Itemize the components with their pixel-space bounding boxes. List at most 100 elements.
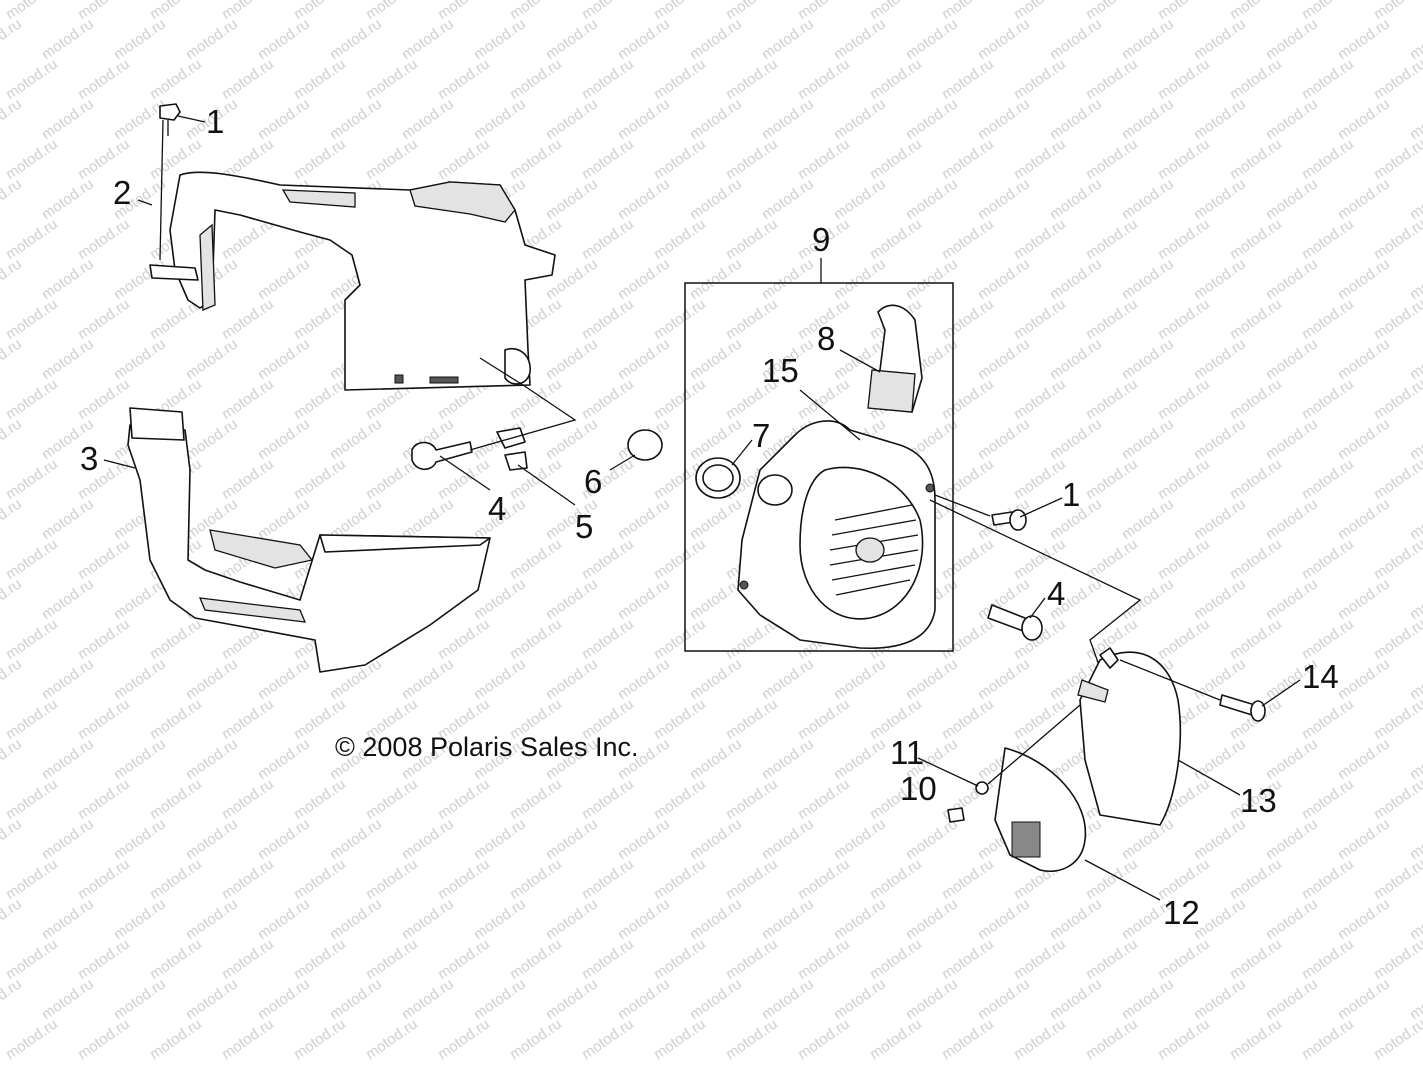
screw-14	[1119, 659, 1266, 722]
watermark-text: motod.ru	[75, 935, 133, 983]
watermark-text: motod.ru	[1263, 335, 1321, 383]
watermark-text: motod.ru	[327, 95, 385, 143]
watermark-text: motod.ru	[831, 735, 889, 783]
watermark-text: motod.ru	[1371, 695, 1423, 743]
watermark-text: motod.ru	[687, 415, 745, 463]
watermark-text: motod.ru	[1299, 295, 1357, 343]
watermark-text: motod.ru	[1299, 1015, 1357, 1063]
watermark-text: motod.ru	[759, 175, 817, 223]
watermark-text: motod.ru	[183, 815, 241, 863]
watermark-text: motod.ru	[3, 455, 61, 503]
watermark-text: motod.ru	[39, 95, 97, 143]
callout-1-right: 1	[1062, 476, 1080, 513]
watermark-text: motod.ru	[507, 775, 565, 823]
watermark-text: motod.ru	[471, 895, 529, 943]
watermark-text: motod.ru	[0, 735, 25, 783]
watermark-text: motod.ru	[723, 695, 781, 743]
watermark-text: motod.ru	[831, 255, 889, 303]
watermark-text: motod.ru	[795, 695, 853, 743]
watermark-text: motod.ru	[615, 895, 673, 943]
watermark-text: motod.ru	[1371, 615, 1423, 663]
watermark-text: motod.ru	[1011, 695, 1069, 743]
watermark-text: motod.ru	[219, 695, 277, 743]
watermark-text: motod.ru	[831, 655, 889, 703]
watermark-text: motod.ru	[975, 895, 1033, 943]
watermark-text: motod.ru	[1407, 975, 1423, 1023]
watermark-text: motod.ru	[723, 855, 781, 903]
watermark-text: motod.ru	[507, 55, 565, 103]
watermark-text: motod.ru	[939, 295, 997, 343]
watermark-text: motod.ru	[651, 535, 709, 583]
watermark-text: motod.ru	[1407, 655, 1423, 703]
watermark-text: motod.ru	[507, 535, 565, 583]
watermark-text: motod.ru	[687, 575, 745, 623]
watermark-text: motod.ru	[1047, 175, 1105, 223]
watermark-text: motod.ru	[1227, 55, 1285, 103]
watermark-text: motod.ru	[435, 135, 493, 183]
watermark-text: motod.ru	[219, 775, 277, 823]
watermark-text: motod.ru	[363, 135, 421, 183]
watermark-text: motod.ru	[255, 895, 313, 943]
watermark-text: motod.ru	[759, 655, 817, 703]
watermark-text: motod.ru	[1191, 15, 1249, 63]
watermark-text: motod.ru	[651, 1015, 709, 1063]
watermark-text: motod.ru	[867, 855, 925, 903]
watermark-text: motod.ru	[435, 455, 493, 503]
watermark-text: motod.ru	[1119, 415, 1177, 463]
watermark-text: motod.ru	[1227, 295, 1285, 343]
watermark-text: motod.ru	[75, 375, 133, 423]
watermark-text: motod.ru	[1263, 175, 1321, 223]
watermark-text: motod.ru	[1083, 1015, 1141, 1063]
watermark-text: motod.ru	[1335, 975, 1393, 1023]
watermark-text: motod.ru	[903, 975, 961, 1023]
watermark-text: motod.ru	[39, 975, 97, 1023]
watermark-text: motod.ru	[435, 935, 493, 983]
watermark-text: motod.ru	[1011, 135, 1069, 183]
watermark-text: motod.ru	[111, 335, 169, 383]
watermark-text: motod.ru	[219, 1015, 277, 1063]
watermark-text: motod.ru	[1191, 335, 1249, 383]
watermark-text: motod.ru	[1407, 735, 1423, 783]
watermark-text: motod.ru	[615, 255, 673, 303]
watermark-text: motod.ru	[255, 255, 313, 303]
watermark-text: motod.ru	[435, 855, 493, 903]
watermark-text: motod.ru	[759, 15, 817, 63]
watermark-text: motod.ru	[723, 295, 781, 343]
watermark-text: motod.ru	[1191, 735, 1249, 783]
watermark-text: motod.ru	[579, 615, 637, 663]
watermark-text: motod.ru	[939, 855, 997, 903]
watermark-text: motod.ru	[543, 335, 601, 383]
watermark-text: motod.ru	[1119, 975, 1177, 1023]
watermark-text: motod.ru	[615, 815, 673, 863]
watermark-text: motod.ru	[1047, 255, 1105, 303]
watermark-text: motod.ru	[39, 575, 97, 623]
watermark-text: motod.ru	[903, 15, 961, 63]
watermark-text: motod.ru	[723, 135, 781, 183]
watermark-text: motod.ru	[1407, 175, 1423, 223]
watermark-text: motod.ru	[255, 15, 313, 63]
watermark-text: motod.ru	[1191, 575, 1249, 623]
watermark-text: motod.ru	[759, 975, 817, 1023]
watermark-text: motod.ru	[1371, 1015, 1423, 1063]
watermark-text: motod.ru	[795, 55, 853, 103]
watermark-text: motod.ru	[687, 175, 745, 223]
watermark-text: motod.ru	[723, 935, 781, 983]
watermark-text: motod.ru	[111, 15, 169, 63]
watermark-text: motod.ru	[327, 975, 385, 1023]
watermark-text: motod.ru	[1191, 815, 1249, 863]
watermark-text: motod.ru	[111, 895, 169, 943]
watermark-text: motod.ru	[0, 175, 25, 223]
watermark-text: motod.ru	[147, 695, 205, 743]
watermark-text: motod.ru	[327, 815, 385, 863]
watermark-text: motod.ru	[183, 415, 241, 463]
screw-10	[947, 807, 965, 823]
watermark-text: motod.ru	[615, 575, 673, 623]
watermark-text: motod.ru	[579, 375, 637, 423]
watermark-text: motod.ru	[291, 775, 349, 823]
watermark-text: motod.ru	[435, 775, 493, 823]
watermark-text: motod.ru	[867, 1015, 925, 1063]
watermark-text: motod.ru	[471, 95, 529, 143]
watermark-text: motod.ru	[543, 575, 601, 623]
watermark-text: motod.ru	[939, 935, 997, 983]
watermark-text: motod.ru	[1227, 615, 1285, 663]
